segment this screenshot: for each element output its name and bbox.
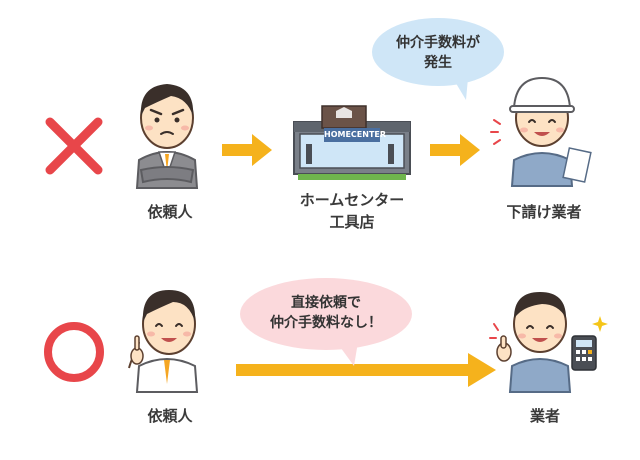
worried-client-illustration — [135, 84, 199, 189]
store-label-line2: 工具店 — [329, 213, 375, 231]
bottom-client-label: 依頼人 — [147, 407, 193, 425]
top-arrow-1 — [222, 134, 272, 166]
top-contractor-label: 下請け業者 — [506, 203, 582, 221]
top-speech-bubble — [372, 18, 504, 100]
store-sign: HOMECENTER — [324, 128, 386, 142]
bottom-speech-bubble — [240, 278, 412, 366]
top-arrow-2 — [430, 134, 480, 166]
contractor-illustration — [489, 292, 608, 393]
bottom-arrow — [236, 353, 496, 387]
bottom-contractor-label: 業者 — [529, 407, 560, 425]
store-label-line1: ホームセンター — [299, 191, 405, 209]
happy-client-illustration — [128, 290, 199, 393]
top-bubble-line1: 仲介手数料が — [396, 35, 480, 51]
circle-mark — [44, 322, 104, 382]
bottom-bubble-line1: 直接依頼で — [291, 295, 361, 311]
top-bubble-line2: 発生 — [424, 55, 452, 71]
home-center-store-illustration — [293, 105, 411, 180]
bottom-bubble-line2: 仲介手数料なし！ — [270, 315, 382, 331]
subcontractor-illustration — [490, 76, 592, 187]
top-client-label: 依頼人 — [147, 203, 193, 221]
cross-mark — [45, 117, 103, 175]
